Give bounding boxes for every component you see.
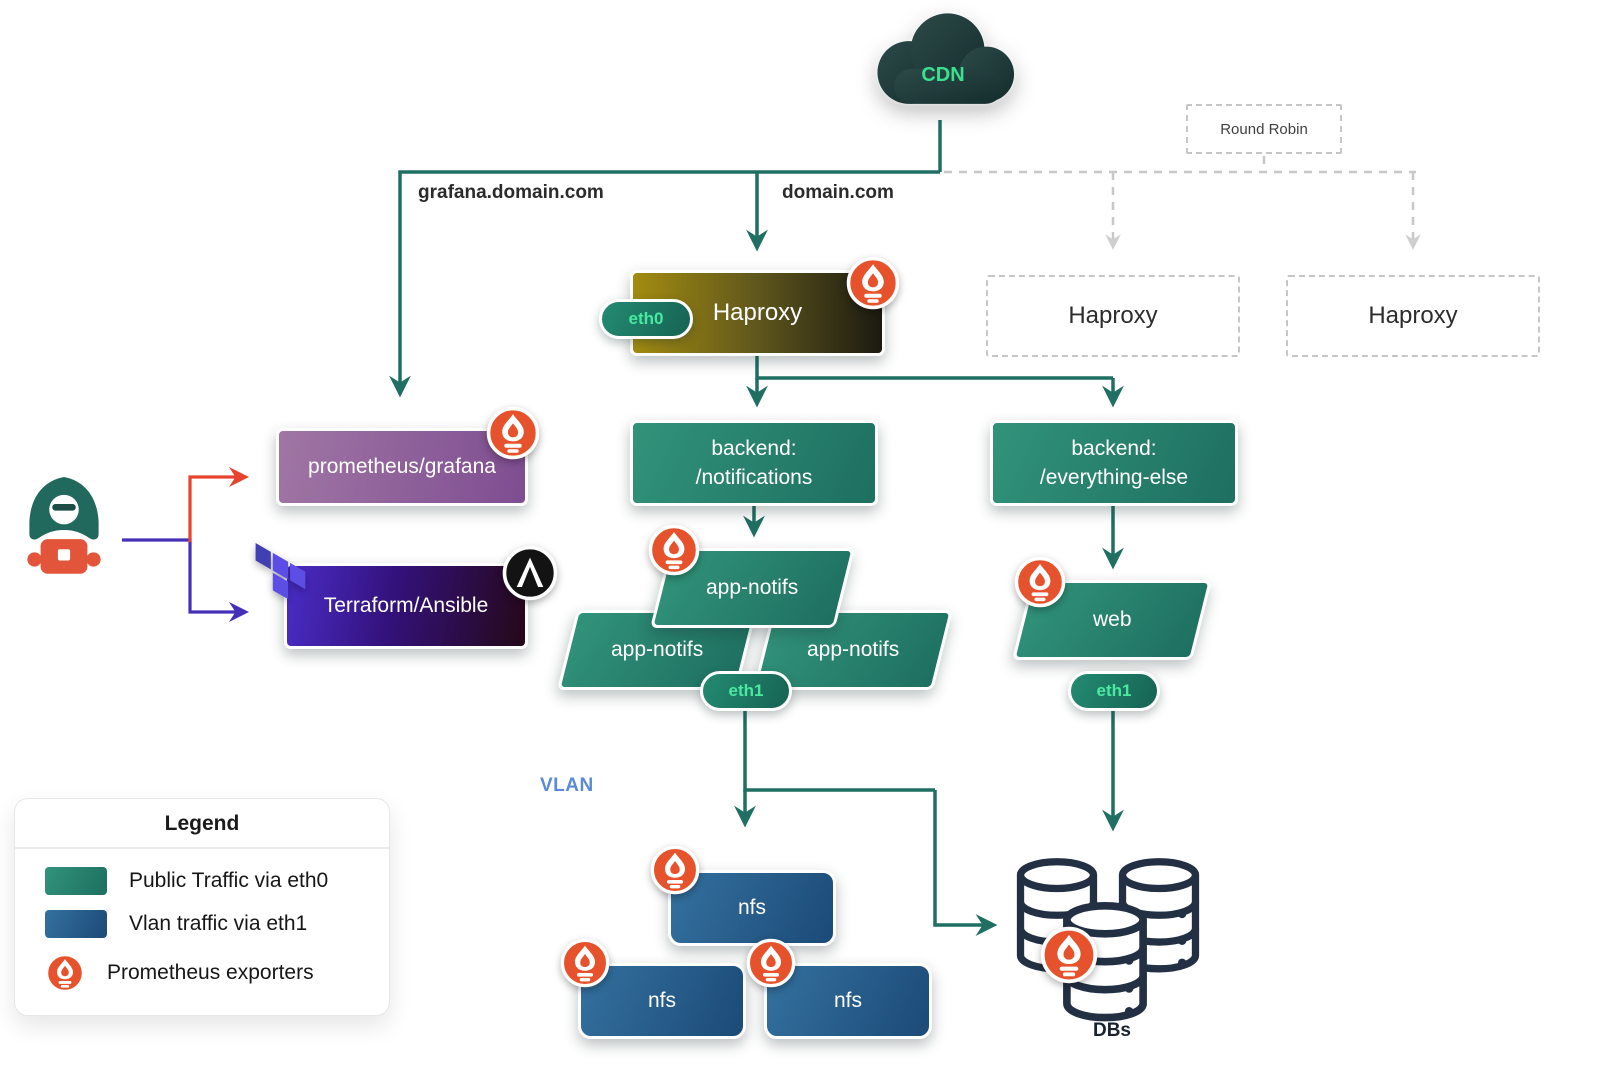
haproxy-standby-2-node: Haproxy [1286,275,1540,357]
haproxy-node: Haproxy [630,270,885,356]
prometheus-icon [846,256,900,310]
prometheus-icon [45,953,85,993]
grafana-domain-label: grafana.domain.com [418,182,604,203]
web-label: web [1092,608,1132,631]
vlan-label: VLAN [540,775,594,796]
haproxy-standby-1-node: Haproxy [986,275,1240,357]
eth1-badge-web: eth1 [1068,671,1160,711]
legend-row-eth0: Public Traffic via eth0 [45,867,389,895]
eth0-badge: eth0 [599,299,693,339]
backend-everything-else-node: backend: /everything-else [990,420,1238,506]
legend-label-eth1: Vlan traffic via eth1 [129,912,308,935]
terraform-ansible-node: Terraform/Ansible [284,563,528,649]
prometheus-icon [560,938,610,988]
eth1-badge-app: eth1 [700,671,792,711]
app-notifs-label: app-notifs [610,638,704,661]
prometheus-icon [648,524,700,576]
legend-row-eth1: Vlan traffic via eth1 [45,910,389,938]
app-notifs-label: app-notifs [706,576,799,599]
prometheus-icon [650,845,700,895]
prometheus-icon [1040,926,1098,984]
terraform-icon [254,543,306,601]
dbs-label: DBs [1092,1020,1131,1041]
legend-swatch-eth0 [45,867,107,895]
prometheus-icon [1014,556,1066,608]
nfs-node-3: nfs [764,963,932,1039]
prometheus-grafana-node: prometheus/grafana [276,428,528,506]
backend-everything-else-line1: backend: [1071,436,1157,460]
legend-label-prometheus: Prometheus exporters [107,961,314,984]
backend-notifications-line1: backend: [711,436,797,460]
legend-swatch-eth1 [45,910,107,938]
legend-title: Legend [15,799,389,849]
ansible-icon [502,545,558,601]
cdn-node: CDN [921,64,965,86]
round-robin-label: Round Robin [1186,104,1342,154]
backend-notifications-node: backend: /notifications [630,420,878,506]
domain-label: domain.com [782,182,894,203]
backend-notifications-line2: /notifications [695,466,813,489]
legend-label-eth0: Public Traffic via eth0 [129,869,329,892]
legend-row-prometheus: Prometheus exporters [45,953,389,993]
backend-everything-else-line2: /everything-else [1039,466,1189,489]
nfs-node-1: nfs [668,870,836,946]
legend-card: Legend Public Traffic via eth0 Vlan traf… [14,798,390,1016]
prometheus-icon [486,406,540,460]
prometheus-icon [746,938,796,988]
nfs-node-2: nfs [578,963,746,1039]
hacker-icon [12,476,116,590]
haproxy-label: Haproxy [712,299,803,326]
app-notifs-label: app-notifs [806,638,900,661]
